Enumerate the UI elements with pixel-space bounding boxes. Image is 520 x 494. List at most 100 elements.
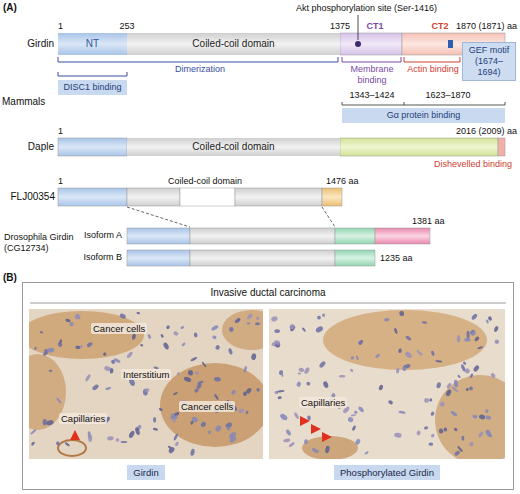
cancer-cell-nest	[222, 310, 263, 350]
cell-nucleus	[429, 443, 434, 446]
cell-nucleus	[107, 436, 114, 441]
stained-tissue	[29, 310, 263, 456]
residue-number: 1	[58, 176, 63, 187]
ct1-domain	[340, 33, 402, 55]
cell-nucleus	[119, 312, 127, 319]
nt-domain	[58, 188, 127, 206]
nt-domain	[127, 228, 190, 244]
cell-nucleus	[405, 335, 412, 341]
cell-nucleus	[351, 414, 357, 417]
cell-nucleus	[490, 372, 497, 379]
isoform-name: Isoform B	[83, 252, 122, 263]
tissue-label: Capillaries	[59, 413, 107, 424]
cell-nucleus	[196, 382, 203, 389]
tissue-label: Capillaries	[299, 397, 347, 408]
nt-domain: NT	[58, 33, 127, 55]
cell-nucleus	[354, 410, 358, 414]
cell-nucleus	[356, 355, 360, 360]
cell-nucleus	[173, 392, 179, 396]
tissue-label: Interstitium	[121, 369, 171, 380]
cell-nucleus	[446, 382, 452, 389]
cell-nucleus	[307, 415, 311, 420]
capillary	[302, 436, 358, 459]
cell-nucleus	[274, 329, 280, 333]
cell-nucleus	[358, 339, 364, 346]
domain-name: CT1	[366, 21, 383, 32]
cell-nucleus	[255, 322, 260, 325]
cell-nucleus	[43, 351, 48, 356]
cancer-cell-nest	[29, 311, 144, 359]
panel-letter: (B)	[3, 272, 17, 284]
c-terminal-domain	[335, 228, 375, 244]
cell-nucleus	[318, 360, 326, 368]
cell-nucleus	[168, 446, 176, 454]
cell-nucleus	[354, 438, 361, 445]
cell-nucleus	[153, 427, 159, 431]
cell-nucleus	[212, 335, 217, 340]
cell-nucleus	[109, 368, 113, 374]
node-label: Girdin	[133, 467, 158, 478]
cell-nucleus	[470, 329, 477, 336]
cell-nucleus	[398, 410, 406, 414]
cell-nucleus	[251, 353, 257, 361]
cell-nucleus	[243, 366, 248, 373]
cell-nucleus	[298, 367, 305, 373]
cell-nucleus	[31, 441, 36, 446]
cell-nucleus	[349, 368, 353, 373]
cell-nucleus	[494, 339, 500, 345]
cell-nucleus	[453, 379, 458, 387]
cell-nucleus	[416, 430, 421, 436]
cell-nucleus	[126, 351, 134, 359]
cell-nucleus	[144, 388, 150, 393]
cell-nucleus	[228, 348, 233, 355]
cell-nucleus	[457, 374, 461, 378]
cell-nucleus	[321, 313, 326, 318]
cell-nucleus	[46, 347, 54, 353]
cell-nucleus	[103, 352, 107, 356]
node-label: NT	[86, 38, 99, 50]
cell-nucleus	[86, 341, 93, 348]
cell-nucleus	[39, 331, 43, 334]
cell-nucleus	[468, 386, 473, 391]
cell-nucleus	[283, 438, 291, 443]
cell-nucleus	[234, 317, 241, 323]
cell-nucleus	[460, 364, 466, 372]
arrowhead	[70, 430, 80, 440]
residue-range: 1343–1424	[349, 90, 394, 101]
cell-nucleus	[211, 324, 219, 331]
c-terminal-domain	[322, 188, 342, 206]
bracket	[58, 57, 338, 62]
cell-nucleus	[298, 372, 302, 374]
arrowhead	[300, 416, 310, 426]
cell-nucleus	[75, 345, 81, 349]
cell-nucleus	[201, 361, 207, 368]
cell-nucleus	[478, 431, 484, 438]
cell-nucleus	[422, 321, 427, 324]
micrograph: Capillaries	[269, 309, 505, 459]
cell-nucleus	[435, 360, 442, 363]
cell-nucleus	[454, 428, 458, 432]
cell-nucleus	[173, 433, 179, 441]
bracket	[58, 72, 127, 76]
cell-nucleus	[140, 344, 144, 347]
cell-nucleus	[170, 413, 176, 419]
cell-nucleus	[472, 414, 477, 419]
cell-nucleus	[110, 359, 115, 364]
cell-nucleus	[466, 388, 469, 391]
cell-nucleus	[289, 323, 296, 330]
cell-nucleus	[424, 398, 430, 403]
residue-number: 1	[58, 126, 63, 137]
cell-nucleus	[430, 411, 435, 416]
panel-letter: (A)	[3, 2, 17, 14]
domain-name: CT2	[431, 21, 448, 32]
function-label: Dishevelled binding	[434, 159, 512, 170]
isoform-name: Isoform A	[84, 230, 122, 241]
bracket	[342, 57, 401, 62]
cell-nucleus	[288, 442, 295, 448]
cell-nucleus	[301, 327, 306, 332]
phosphorylation-site	[355, 41, 361, 47]
cell-nucleus	[315, 325, 324, 334]
cell-nucleus	[181, 342, 186, 347]
cell-nucleus	[454, 450, 461, 457]
